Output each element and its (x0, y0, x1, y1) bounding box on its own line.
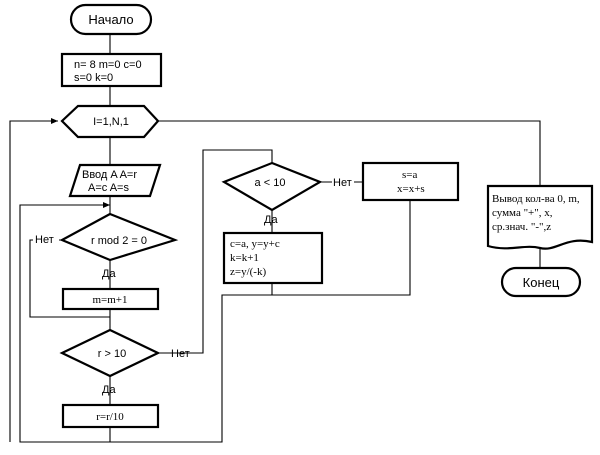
assign-r (61, 403, 160, 429)
start-terminal (69, 3, 153, 36)
edge-loop-return (9, 118, 58, 442)
input-line2: A=c A=s (88, 182, 129, 194)
edge-r-return (19, 202, 111, 443)
assign-c-line3: z=y/(-k) (230, 266, 266, 278)
label-mod-yes: Да (102, 268, 116, 280)
edge-loop-exit (158, 120, 541, 186)
start-label: Начало (88, 12, 133, 27)
label-lt-yes: Да (264, 214, 278, 226)
init-line2: s=0 k=0 (74, 72, 113, 84)
init-block (60, 52, 163, 88)
assign-s-line1: s=a (402, 169, 417, 181)
output-line1: Вывод кол-ва 0, m, (492, 193, 580, 205)
assign-c-line2: k=k+1 (230, 252, 259, 264)
cond-lt-label: a < 10 (255, 177, 286, 189)
cond-gt (59, 328, 161, 378)
init-line1: n= 8 m=0 c=0 (74, 59, 142, 71)
edge-merge-return (110, 294, 272, 443)
assign-c (222, 231, 324, 285)
end-terminal (500, 266, 582, 298)
label-bg (332, 175, 354, 187)
loop-label: I=1,N,1 (93, 116, 129, 128)
label-gt-yes: Да (102, 384, 116, 396)
edge-merge-s (271, 200, 411, 296)
assign-c-line1: c=a, y=y+c (230, 238, 280, 250)
output-line2: сумма "+", x, (492, 207, 553, 219)
assign-m (61, 287, 160, 311)
assign-m-label: m=m+1 (92, 294, 127, 306)
end-label: Конец (523, 275, 560, 290)
assign-s-line2: x=x+s (397, 183, 425, 195)
cond-mod-label: r mod 2 = 0 (91, 235, 147, 247)
input-block (68, 163, 162, 198)
label-gt-no: Нет (171, 348, 190, 360)
label-mod-no: Нет (35, 234, 54, 246)
assign-r-label: r=r/10 (96, 411, 124, 423)
assign-s (361, 161, 460, 202)
label-lt-no: Нет (333, 177, 352, 189)
cond-lt (221, 161, 323, 212)
output-line3: ср.знач. "-",z (492, 221, 551, 233)
input-line1: Ввод A A=r (82, 169, 137, 181)
cond-gt-label: r > 10 (98, 348, 126, 360)
loop-block (60, 104, 160, 139)
label-bg (33, 233, 59, 245)
edge-gt-no (158, 149, 273, 354)
cond-mod (59, 212, 179, 262)
output-document (486, 184, 594, 250)
